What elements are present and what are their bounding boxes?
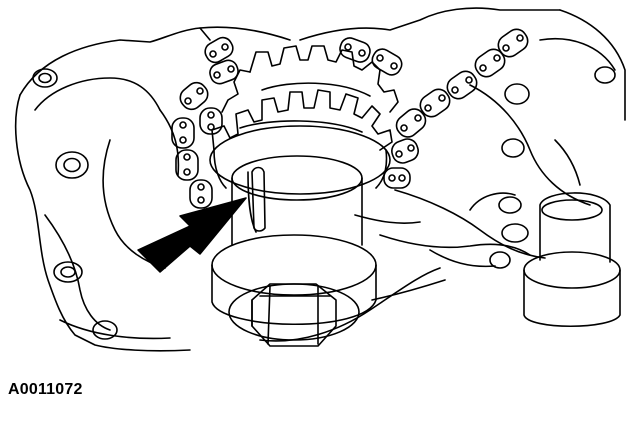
cylinder-boss xyxy=(523,192,621,327)
engine-block-outline xyxy=(14,7,626,352)
arrow-icon xyxy=(137,197,247,273)
crank-damper xyxy=(211,234,377,341)
crankshaft-sprocket xyxy=(209,89,393,195)
mounting-holes xyxy=(32,66,616,340)
crank-hub xyxy=(231,155,363,246)
rear-sprocket xyxy=(221,45,399,113)
timing-chain xyxy=(171,28,529,209)
crank-bolt xyxy=(251,283,337,347)
figure-code: A0011072 xyxy=(8,381,83,398)
